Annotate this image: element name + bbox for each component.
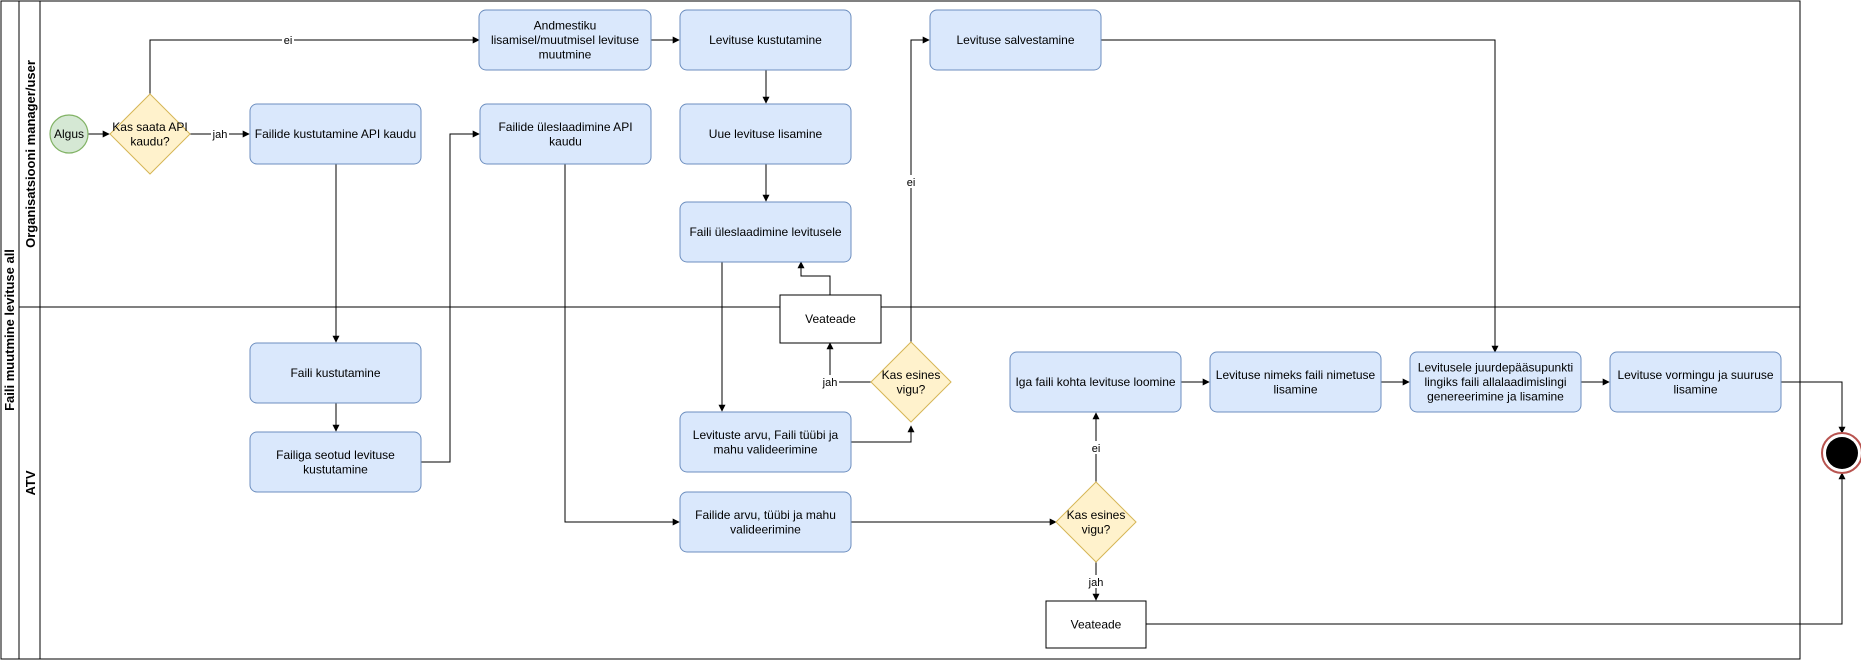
node-label-line: Faili kustutamine xyxy=(290,366,380,380)
decision-shape xyxy=(870,341,952,423)
node-label-line: valideerimine xyxy=(730,522,801,536)
edge-decision1-no-to-salvestamine xyxy=(910,36,930,342)
task-shape xyxy=(249,342,422,404)
edge-veateade1-to-faili-upload xyxy=(797,261,831,295)
node-label-line: Kas saata API xyxy=(112,120,187,134)
node-failide-kustutamine-api[interactable]: Failide kustutamine API kaudu xyxy=(249,103,422,165)
edge-salvestamine-to-juurdepaasu xyxy=(1101,39,1499,353)
task-shape xyxy=(479,103,652,165)
task-shape xyxy=(1009,351,1182,413)
task-shape xyxy=(679,9,852,71)
node-label-line: vigu? xyxy=(1082,522,1111,536)
lane-title-user: Organisatsiooni manager/user xyxy=(23,60,38,248)
node-label-line: lisamisel/muutmisel levituse xyxy=(491,33,639,47)
node-label-line: muutmine xyxy=(539,48,592,62)
start-event[interactable]: Algus xyxy=(49,114,89,154)
edge-label-no-2: ei xyxy=(907,177,916,189)
edge-veateade2-to-end xyxy=(1146,472,1846,625)
node-label-line: Levituse salvestamine xyxy=(956,33,1074,47)
node-label-line: Failiga seotud levituse xyxy=(276,448,395,462)
task-shape xyxy=(929,9,1102,71)
task-shape xyxy=(249,103,422,165)
task-shape xyxy=(249,431,422,493)
node-label-line: Faili üleslaadimine levitusele xyxy=(689,225,841,239)
edge-label-yes-1: jah xyxy=(212,129,228,141)
decision-shape xyxy=(109,93,191,175)
node-faili-upload-levitusele[interactable]: Faili üleslaadimine levitusele xyxy=(679,201,852,263)
node-label-line: Kas esines xyxy=(1067,508,1126,522)
node-label-line: kaudu xyxy=(549,134,582,148)
node-label-line: Failide arvu, tüübi ja mahu xyxy=(695,508,836,522)
pool: Faili muutmine levituse all Organisatsio… xyxy=(0,0,1801,660)
edge-label-yes-3: jah xyxy=(1088,577,1104,589)
edge-vormingu-to-end xyxy=(1781,381,1846,434)
node-label-line: Levitusele juurdepääsupunkti xyxy=(1418,361,1573,375)
task-shape xyxy=(679,411,852,473)
node-label-line: Failide kustutamine API kaudu xyxy=(255,127,416,141)
node-label-line: Kas esines xyxy=(882,368,941,382)
node-label-line: Levituste arvu, Faili tüübi ja xyxy=(693,428,839,442)
task-shape xyxy=(679,491,852,553)
node-label-line: mahu valideerimine xyxy=(713,442,817,456)
task-shape xyxy=(679,103,852,165)
edge-decision-no-to-andmestik xyxy=(149,36,480,95)
task-shape xyxy=(478,9,652,71)
lane-title-atv: ATV xyxy=(23,470,38,495)
node-label-line: kaudu? xyxy=(130,134,170,148)
task-shape xyxy=(679,201,852,263)
node-label-line: Iga faili kohta levituse loomine xyxy=(1015,375,1175,389)
node-label-line: Andmestiku xyxy=(534,19,597,33)
edges xyxy=(88,36,1846,625)
node-levituse-salvestamine[interactable]: Levituse salvestamine xyxy=(929,9,1102,71)
node-uue-levituse[interactable]: Uue levituse lisamine xyxy=(679,103,852,165)
node-label-line: lisamine xyxy=(1273,382,1317,396)
node-label-line: Levituse kustutamine xyxy=(709,33,822,47)
node-label-line: Veateade xyxy=(1071,618,1122,632)
node-label-line: Levituse nimeks faili nimetuse xyxy=(1216,368,1376,382)
node-veateade2[interactable]: Veateade xyxy=(1045,600,1147,649)
task-shape xyxy=(1209,351,1382,413)
start-event-label: Algus xyxy=(54,127,84,141)
edge-label-no-3: ei xyxy=(1092,443,1101,455)
node-veateade1[interactable]: Veateade xyxy=(779,294,882,344)
edge-labels: ei jah ei jah ei jah xyxy=(211,33,1105,589)
node-iga-faili[interactable]: Iga faili kohta levituse loomine xyxy=(1009,351,1182,413)
node-label-line: Failide üleslaadimine API xyxy=(498,120,632,134)
end-event[interactable] xyxy=(1821,432,1861,474)
node-levituse-kustutamine[interactable]: Levituse kustutamine xyxy=(679,9,852,71)
edge-label-yes-2: jah xyxy=(822,377,838,389)
node-label-line: Uue levituse lisamine xyxy=(709,127,823,141)
edge-label-no-1: ei xyxy=(284,35,293,47)
decision-shape xyxy=(1055,481,1137,563)
pool-title: Faili muutmine levituse all xyxy=(2,249,17,411)
node-label-line: kustutamine xyxy=(303,462,368,476)
message-shape xyxy=(779,294,882,344)
node-faili-kustutamine[interactable]: Faili kustutamine xyxy=(249,342,422,404)
task-shape xyxy=(1409,351,1582,413)
edge-validation-to-decision1 xyxy=(851,425,915,443)
edge-upload-api-to-failide-arvu xyxy=(564,164,680,526)
message-shape xyxy=(1045,600,1147,649)
node-label-line: lingiks faili allalaadimislingi xyxy=(1424,375,1566,389)
task-shape xyxy=(1609,351,1782,413)
node-label-line: Levituse vormingu ja suuruse xyxy=(1617,368,1773,382)
node-label-line: lisamine xyxy=(1673,382,1717,396)
edge-failiga-seotud-to-upload-api xyxy=(421,130,480,463)
node-label-line: genereerimine ja lisamine xyxy=(1427,390,1564,404)
node-label-line: vigu? xyxy=(897,382,926,396)
node-label-line: Veateade xyxy=(805,312,856,326)
